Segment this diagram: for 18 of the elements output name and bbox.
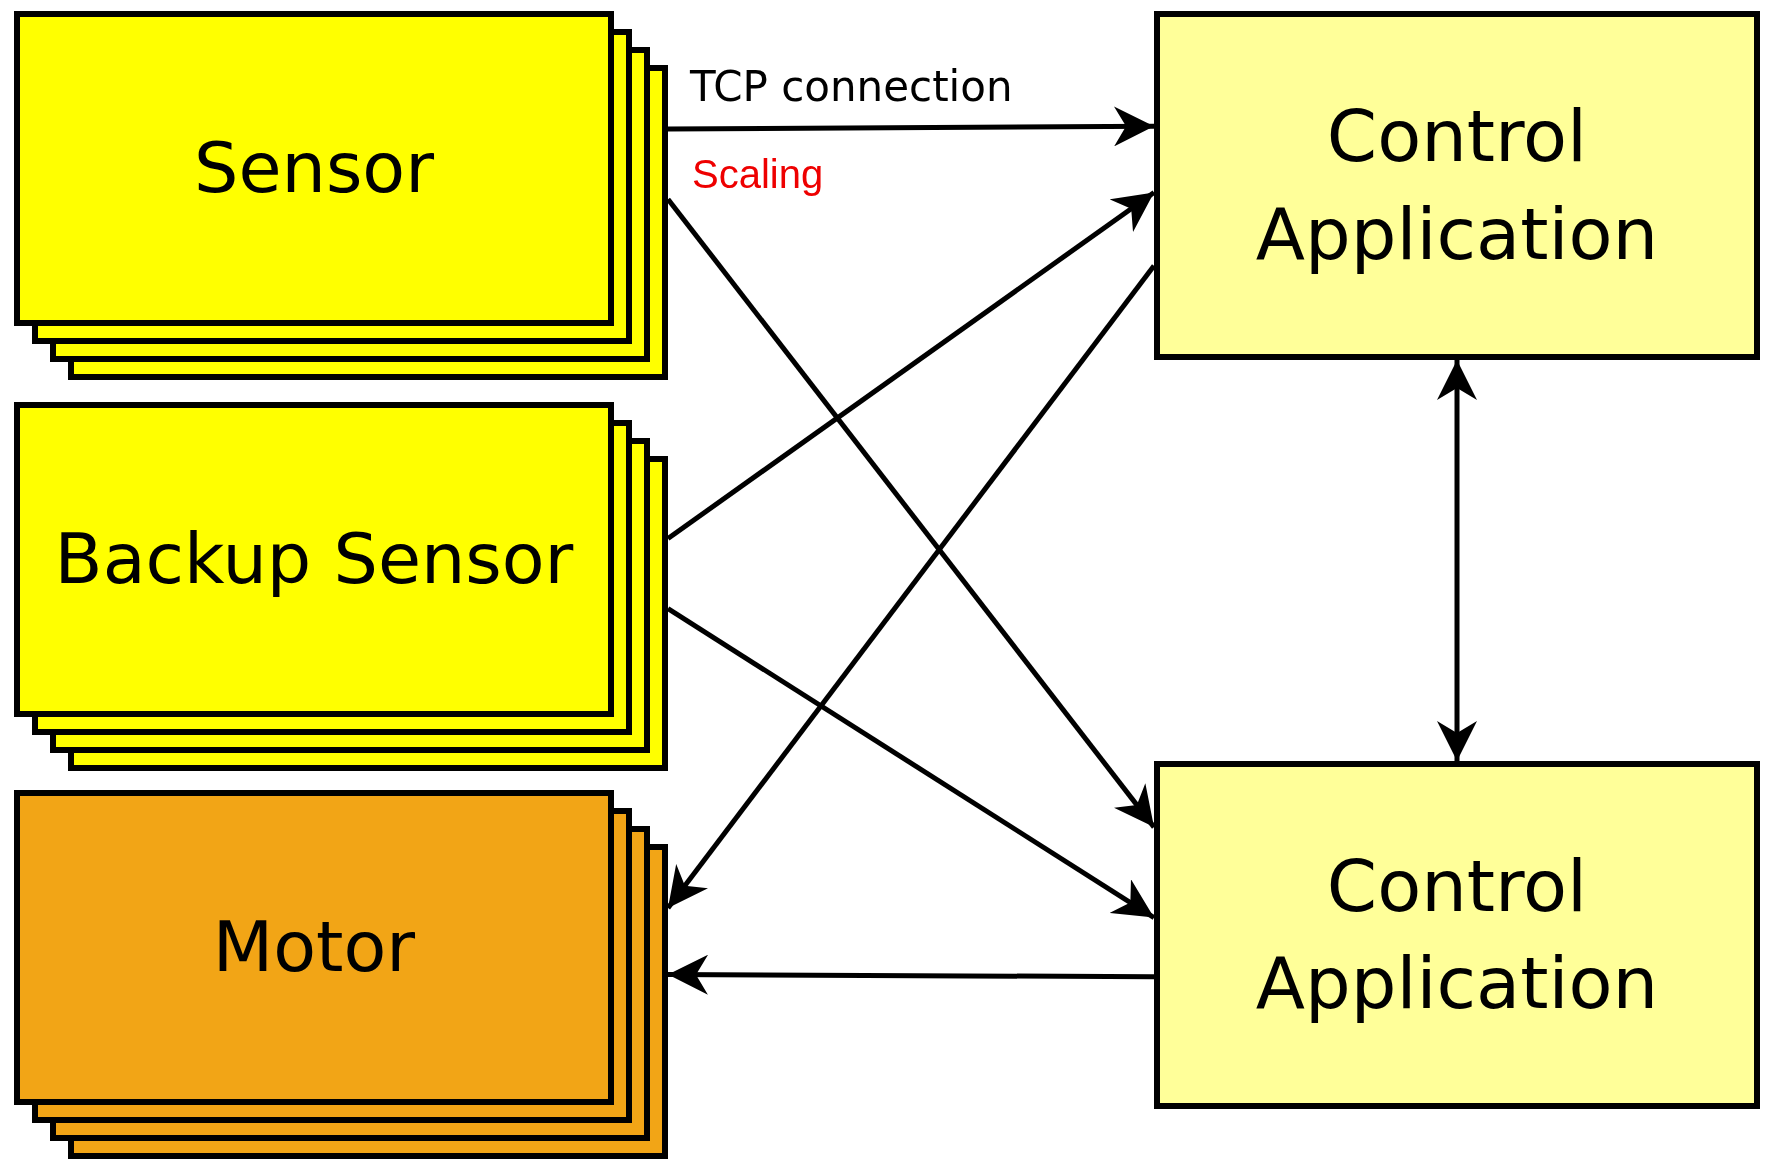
node-label: Backup Sensor	[53, 517, 575, 603]
arrow	[1437, 360, 1477, 761]
node-label: Control Application	[1254, 842, 1660, 1027]
arrow	[668, 106, 1154, 147]
card-stack	[14, 790, 668, 1159]
arrow	[666, 606, 1156, 920]
arrow	[666, 264, 1156, 910]
arrow	[668, 954, 1154, 995]
card-stack	[14, 11, 668, 380]
node-label: Motor	[211, 905, 417, 991]
node-label: Sensor	[193, 126, 435, 212]
process-box	[1154, 11, 1760, 360]
arrow	[666, 190, 1156, 541]
arrow	[666, 197, 1156, 829]
node-label: Control Application	[1254, 93, 1660, 278]
card-stack	[14, 402, 668, 771]
annotation-text: Scaling	[692, 152, 824, 196]
process-box	[1154, 761, 1760, 1109]
